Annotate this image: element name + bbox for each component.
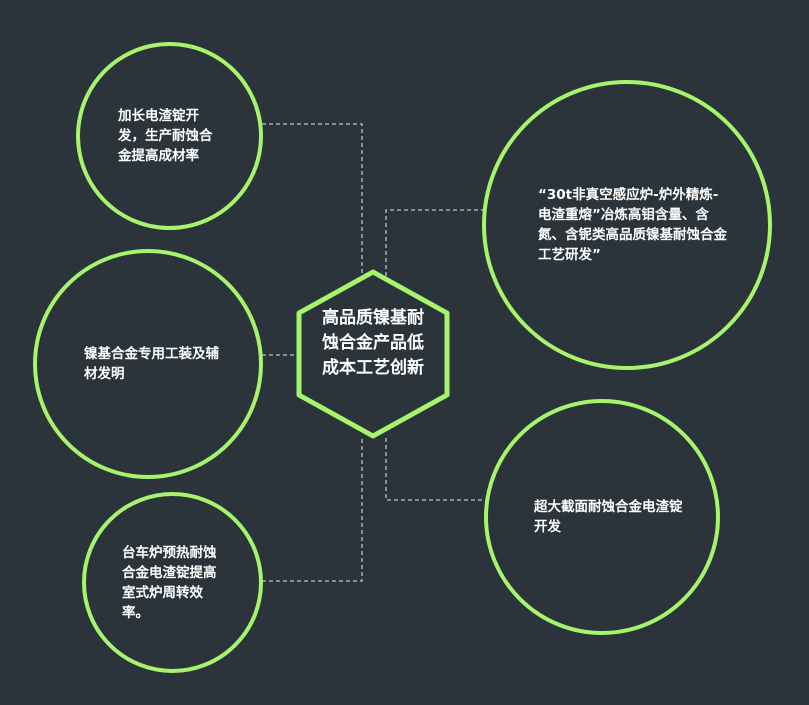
node-mid-left: 镍基合金专用工装及辅材发明 [33, 249, 263, 479]
node-top-right: “30t非真空感应炉-炉外精炼-电渣重熔”冶炼高钼含量、含氮、含铌类高品质镍基耐… [482, 80, 772, 370]
connector-bottom-right [385, 437, 489, 501]
connector-bottom-left [262, 437, 363, 582]
center-hexagon: 高品质镍基耐蚀合金产品低成本工艺创新 [294, 268, 452, 440]
center-title: 高品质镍基耐蚀合金产品低成本工艺创新 [322, 308, 424, 378]
connector-top-right [385, 209, 485, 282]
node-top-right-text: “30t非真空感应炉-炉外精炼-电渣重熔”冶炼高钼含量、含氮、含铌类高品质镍基耐… [538, 187, 727, 263]
hexagon-shape [296, 269, 450, 439]
node-bottom-left: 台车炉预热耐蚀合金电渣锭提高室式炉周转效率。 [82, 492, 263, 673]
node-mid-left-text: 镍基合金专用工装及辅材发明 [84, 346, 219, 382]
node-bottom-right: 超大截面耐蚀合金电渣锭开发 [484, 399, 720, 635]
node-top-left: 加长电渣锭开发，生产耐蚀合金提高成材率 [76, 42, 263, 230]
node-bottom-right-text: 超大截面耐蚀合金电渣锭开发 [534, 499, 683, 535]
node-bottom-left-text: 台车炉预热耐蚀合金电渣锭提高室式炉周转效率。 [122, 544, 217, 621]
connector-top-left [262, 123, 363, 293]
node-top-left-text: 加长电渣锭开发，生产耐蚀合金提高成材率 [118, 108, 213, 164]
